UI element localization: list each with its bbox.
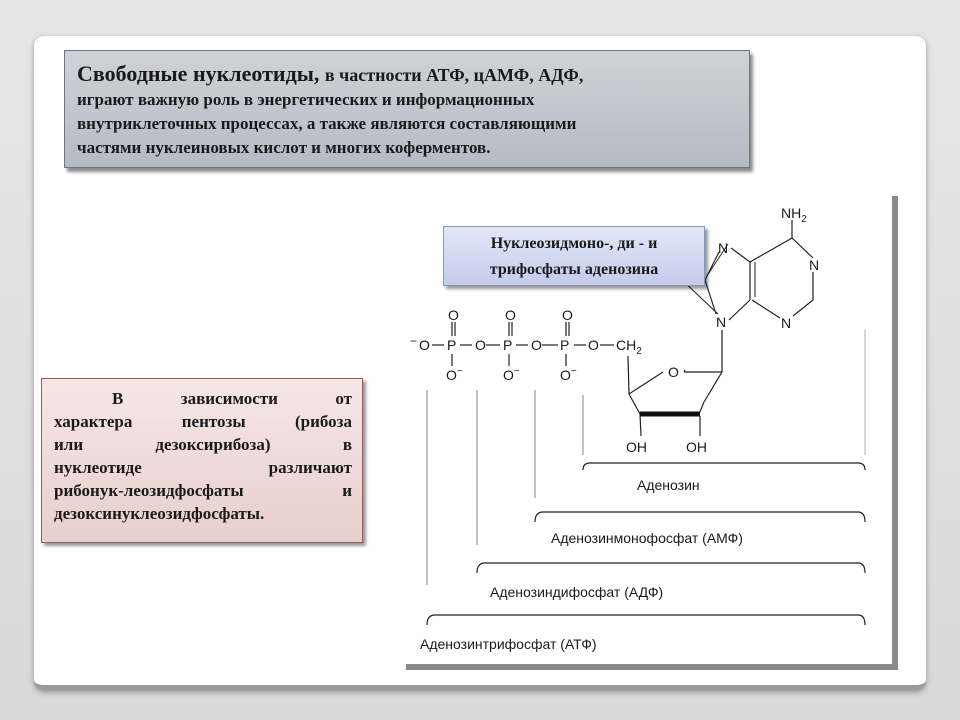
pentose-word: и	[342, 481, 352, 500]
diagram-frame	[406, 196, 898, 670]
phosphate-beta: P	[503, 337, 512, 353]
pentose-word: характера	[54, 412, 133, 431]
nh2-text: NH	[781, 205, 801, 221]
adp-label: Аденозиндифосфат (АДФ)	[490, 584, 663, 600]
anion-oxygen-beta-minus: −	[514, 366, 520, 377]
title-line-1: Свободные нуклеотиды, в частности АТФ, ц…	[77, 61, 737, 88]
bridge-oxygen-2: O	[531, 337, 542, 353]
phosphate-gamma: P	[447, 337, 456, 353]
label-line-1: Нуклеозидмоно-, ди - и	[490, 235, 658, 252]
title-box: Свободные нуклеотиды, в частности АТФ, ц…	[64, 50, 750, 168]
pentose-word: В	[112, 389, 124, 408]
pentose-line-5: рибонук-леозидфосфаты и	[54, 479, 352, 502]
pentose-line-4: нуклеотиде различают	[54, 456, 352, 479]
title-lead: Свободные нуклеотиды,	[77, 61, 320, 86]
pentose-line-3: или дезоксирибоза) в	[54, 433, 352, 456]
adenosine-label: Аденозин	[637, 477, 700, 493]
atp-label: Аденозинтрифосфат (АТФ)	[420, 636, 597, 652]
nh2-label: NH2	[781, 205, 807, 225]
terminal-oxygen: O	[419, 337, 430, 353]
pentose-word: в	[342, 435, 352, 454]
title-line-4: частями нуклеиновых кислот и многих кофе…	[77, 138, 491, 157]
pentose-line-1: В зависимости от	[54, 387, 352, 410]
n1-label: N	[809, 257, 819, 273]
ring-oxygen-label: O	[668, 364, 679, 380]
anion-oxygen-gamma-o: O	[446, 367, 457, 383]
title-lead-rest: в частности АТФ, цАМФ, АДФ,	[324, 65, 584, 85]
amp-label: Аденозинмонофосфат (АМФ)	[551, 530, 743, 546]
double-oxygen-gamma: O	[448, 307, 459, 323]
pentose-word: пентозы	[181, 412, 246, 431]
pentose-note-box: В зависимости от характера пентозы (рибо…	[41, 378, 363, 543]
nucleoside-phosphates-label: Нуклеозидмоно-, ди - и трифосфаты аденоз…	[443, 226, 705, 286]
anion-oxygen-alpha-minus: −	[571, 366, 577, 377]
pentose-line-6: дезоксинуклеозидфосфаты.	[54, 504, 265, 523]
anion-oxygen-beta: O−	[503, 366, 520, 383]
pentose-word: (рибоза	[294, 412, 352, 431]
pentose-word: или	[54, 435, 84, 454]
pentose-line-2: характера пентозы (рибоза	[54, 410, 352, 433]
pentose-word: различают	[268, 458, 352, 477]
pentose-word: рибонук-леозидфосфаты	[54, 481, 244, 500]
ch2-label: CH2	[616, 337, 642, 357]
pentose-word: дезоксирибоза)	[155, 435, 271, 454]
oh-3-label: OH	[686, 439, 707, 455]
phosphate-alpha: P	[560, 337, 569, 353]
ch2-text: CH	[616, 337, 636, 353]
bridge-oxygen-1: O	[475, 337, 486, 353]
bridge-oxygen-3: O	[588, 337, 599, 353]
anion-oxygen-alpha-o: O	[560, 367, 571, 383]
title-line-2: играют важную роль в энергетических и ин…	[77, 90, 535, 109]
oh-2-label: OH	[626, 439, 647, 455]
pentose-word: зависимости	[180, 389, 278, 408]
title-line-3: внутриклеточных процессах, а также являю…	[77, 114, 577, 133]
label-line-2: трифосфаты аденозина	[489, 261, 659, 278]
terminal-minus: −	[410, 334, 417, 348]
double-oxygen-beta: O	[505, 307, 516, 323]
nh2-subscript: 2	[801, 214, 807, 225]
pentose-word: от	[335, 389, 352, 408]
ch2-subscript: 2	[636, 346, 642, 357]
anion-oxygen-alpha: O−	[560, 366, 577, 383]
n7-label: N	[718, 240, 728, 256]
pentose-word: нуклеотиде	[54, 458, 142, 477]
double-oxygen-alpha: O	[562, 307, 573, 323]
anion-oxygen-beta-o: O	[503, 367, 514, 383]
n3-label: N	[781, 315, 791, 331]
n9-label: N	[716, 314, 726, 330]
anion-oxygen-gamma: O−	[446, 366, 463, 383]
anion-oxygen-gamma-minus: −	[457, 366, 463, 377]
